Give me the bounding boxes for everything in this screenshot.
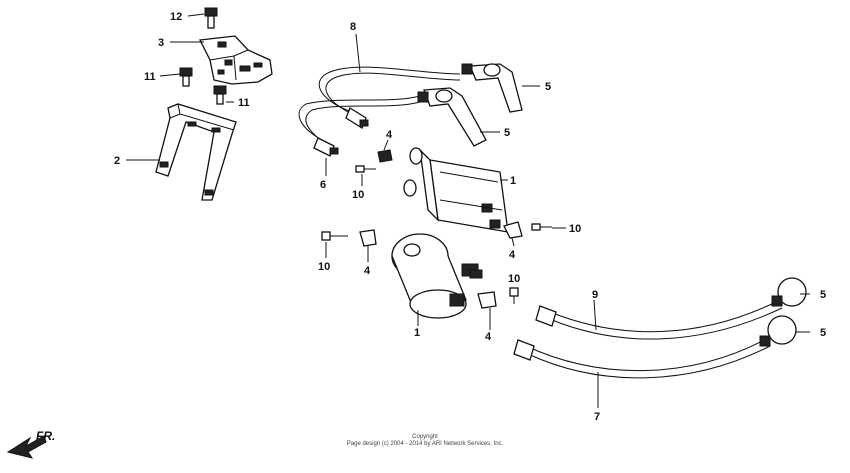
callout-5-lower-upper: 5 xyxy=(820,289,826,301)
coil-bracket-upper xyxy=(199,35,273,85)
callout-9: 9 xyxy=(592,289,598,301)
spark-plug-cap-lower-upper xyxy=(771,277,807,307)
ignition-coil-lower xyxy=(391,233,483,319)
callout-1-lower: 1 xyxy=(414,327,420,339)
band-4-c xyxy=(359,229,377,247)
spark-plug-cap-lower-lower xyxy=(759,315,797,347)
front-direction-arrow: FR. xyxy=(6,429,55,459)
callout-1-upper: 1 xyxy=(510,175,516,187)
ignition-coil-upper xyxy=(403,147,509,233)
callout-4-c: 4 xyxy=(364,265,371,277)
screw-10-a xyxy=(355,165,376,173)
band-4-b xyxy=(503,221,523,239)
plug-wire-upper xyxy=(298,66,461,157)
bolt-11-left xyxy=(179,67,193,87)
plug-wire-lower xyxy=(513,299,783,379)
callout-12: 12 xyxy=(170,11,182,23)
callout-7: 7 xyxy=(594,411,600,423)
leader-lines xyxy=(126,13,810,408)
callout-2: 2 xyxy=(114,155,120,167)
callout-6: 6 xyxy=(320,179,326,191)
spark-plug-cap-upper-left xyxy=(417,87,487,147)
callout-5-lower-lower: 5 xyxy=(820,327,826,339)
callouts: 12 3 11 11 2 8 5 5 4 6 10 1 4 10 10 4 1 … xyxy=(114,11,826,423)
bolt-12 xyxy=(204,7,218,29)
spark-plug-cap-upper-right xyxy=(461,63,523,113)
callout-8: 8 xyxy=(350,21,356,33)
callout-11-right: 11 xyxy=(238,97,250,109)
front-direction-label: FR. xyxy=(36,429,55,443)
screw-10-d xyxy=(509,287,519,304)
callout-4-d: 4 xyxy=(485,331,492,343)
copyright-line-1: Copyright xyxy=(412,434,438,440)
bolt-11-right xyxy=(213,85,227,105)
callout-4-b: 4 xyxy=(509,249,516,261)
callout-3: 3 xyxy=(158,37,164,49)
callout-10-d: 10 xyxy=(508,273,520,285)
copyright-notice: Copyright Page design (c) 2004 - 2014 by… xyxy=(0,434,850,448)
screw-10-c xyxy=(321,231,348,241)
callout-11-left: 11 xyxy=(144,71,156,83)
band-4-d xyxy=(477,291,497,309)
band-4-a xyxy=(377,149,393,163)
callout-5-upper-left: 5 xyxy=(504,127,510,139)
coil-bracket-lower xyxy=(155,103,237,201)
screw-10-b xyxy=(531,223,552,231)
callout-5-upper-right: 5 xyxy=(545,81,551,93)
callout-10-b: 10 xyxy=(569,223,581,235)
callout-4-a: 4 xyxy=(386,129,393,141)
callout-10-a: 10 xyxy=(352,189,364,201)
copyright-line-2: Page design (c) 2004 - 2014 by ARI Netwo… xyxy=(346,441,504,447)
callout-10-c: 10 xyxy=(318,261,330,273)
